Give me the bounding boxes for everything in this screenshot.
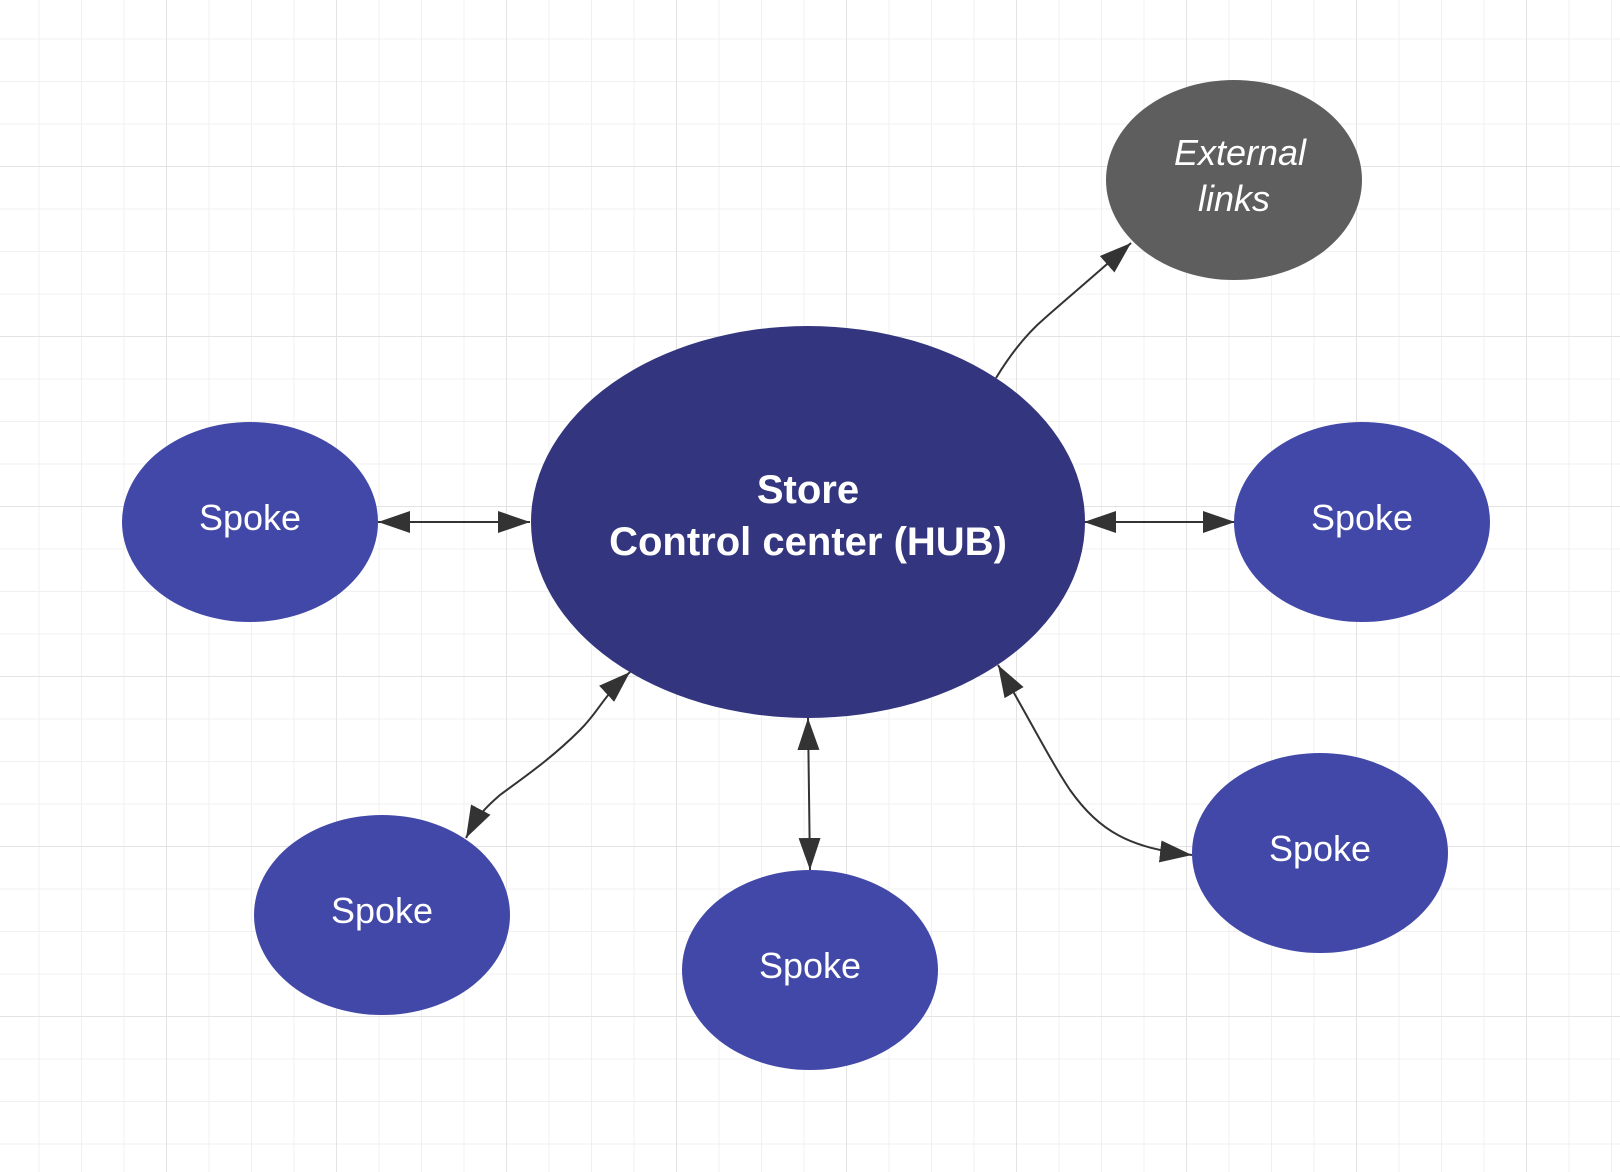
spoke-bottom-right-label: Spoke: [1269, 828, 1371, 869]
external-links-label-line1: External: [1174, 132, 1307, 173]
external-links-node[interactable]: External links: [1106, 80, 1362, 280]
connector-bottom-center-spoke[interactable]: [797, 717, 821, 871]
spoke-right-label: Spoke: [1311, 497, 1413, 538]
spoke-bottom-center-node[interactable]: Spoke: [682, 870, 938, 1070]
hub-shape: [531, 326, 1085, 718]
spoke-right-node[interactable]: Spoke: [1234, 422, 1490, 622]
spoke-bottom-right-shape: [1192, 753, 1448, 953]
hub-label-line2: Control center (HUB): [609, 520, 1007, 564]
hub-label-line1: Store: [757, 468, 859, 512]
hub-node[interactable]: Store Control center (HUB): [531, 326, 1085, 718]
external-links-shape: [1106, 80, 1362, 280]
spoke-bottom-left-node[interactable]: Spoke: [254, 815, 510, 1015]
connector-bottom-right-spoke[interactable]: [997, 664, 1193, 863]
spoke-right-shape: [1234, 422, 1490, 622]
spoke-bottom-left-label: Spoke: [331, 890, 433, 931]
connector-external-links[interactable]: [995, 242, 1132, 379]
spoke-bottom-center-shape: [682, 870, 938, 1070]
spoke-bottom-right-node[interactable]: Spoke: [1192, 753, 1448, 953]
spoke-left-node[interactable]: Spoke: [122, 422, 378, 622]
spoke-left-shape: [122, 422, 378, 622]
external-links-label-line2: links: [1198, 178, 1270, 219]
spoke-bottom-center-label: Spoke: [759, 945, 861, 986]
spoke-left-label: Spoke: [199, 497, 301, 538]
spoke-bottom-left-shape: [254, 815, 510, 1015]
connector-bottom-left-spoke[interactable]: [465, 671, 631, 839]
